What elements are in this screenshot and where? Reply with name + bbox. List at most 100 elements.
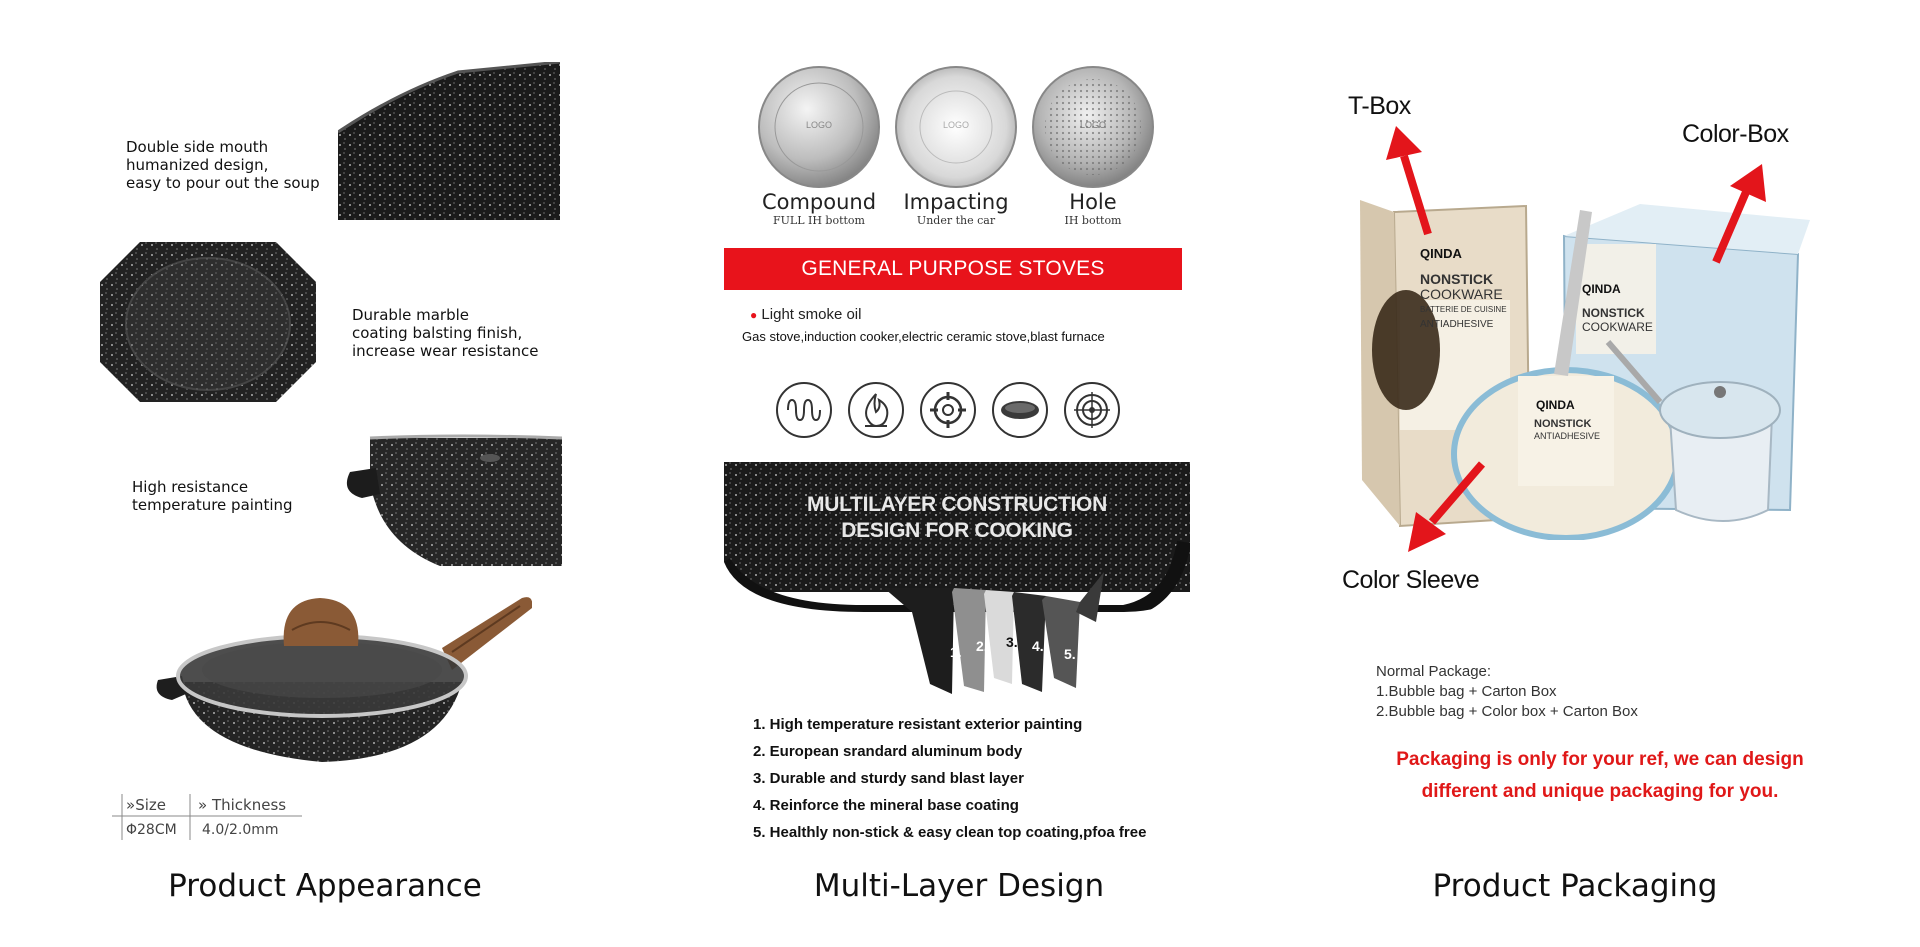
layer-item: 1. High temperature resistant exterior p… — [753, 716, 1083, 733]
stove-types-line: Gas stove,induction cooker,electric cera… — [742, 329, 1105, 344]
construction-title-line: MULTILAYER CONSTRUCTION — [807, 493, 1107, 516]
gas-burner-icon — [920, 382, 976, 438]
electric-coil-icon — [776, 382, 832, 438]
specs-size-value: Φ28CM — [126, 822, 177, 838]
feature-text: Double side mouth — [126, 138, 269, 156]
package-option: 1.Bubble bag + Carton Box — [1376, 683, 1557, 700]
layer-description-list: 1. High temperature resistant exterior p… — [753, 716, 1146, 851]
layer-item: 3. Durable and sturdy sand blast layer — [753, 770, 1024, 787]
feature-text: temperature painting — [132, 496, 293, 514]
product-appearance-caption: Product Appearance — [168, 868, 482, 904]
sleeve-product-text: NONSTICK ANTIADHESIVE — [1534, 418, 1600, 442]
bottom-label: Impacting — [903, 190, 1009, 214]
feature-marble-coating: Durable marble coating balsting finish, … — [352, 306, 539, 360]
box-text-line: NONSTICK — [1582, 306, 1645, 320]
red-bullet-icon: ● — [750, 308, 758, 322]
feature-text: Durable marble — [352, 306, 469, 324]
wok-with-lid-image — [156, 597, 532, 762]
multilayer-construction-image: MULTILAYER CONSTRUCTION DESIGN FOR COOKI… — [724, 462, 1190, 702]
colorbox-brand-logo: QINDA — [1582, 282, 1621, 296]
product-appearance-panel: Double side mouth humanized design, easy… — [0, 0, 640, 947]
banner-text: GENERAL PURPOSE STOVES — [801, 257, 1105, 280]
wok-rim-closeup-image — [338, 62, 560, 220]
specs-thickness-value: 4.0/2.0mm — [202, 822, 279, 838]
bottom-type-compound: LOGO Compound FULL IH bottom — [744, 64, 894, 227]
feature-text: coating balsting finish, — [352, 324, 523, 342]
smoke-note-text: Light smoke oil — [761, 306, 862, 323]
layer-number-5: 5. — [1064, 646, 1076, 662]
box-text-line: ANTIADHESIVE — [1534, 431, 1601, 441]
light-smoke-oil-note: ● Light smoke oil — [750, 306, 861, 323]
packaging-photo — [1360, 200, 1810, 540]
product-packaging-caption: Product Packaging — [1432, 868, 1718, 904]
box-text-line: NONSTICK — [1534, 418, 1592, 430]
specs-thickness-header: » Thickness — [198, 796, 286, 814]
compound-bottom-disc-icon — [758, 66, 880, 188]
box-text-line: NONSTICK — [1420, 271, 1494, 287]
disc-logo-text: LOGO — [805, 120, 832, 130]
sleeve-brand-logo: QINDA — [1536, 398, 1575, 412]
layer-number-2: 2. — [976, 638, 988, 654]
stove-icons-row — [776, 382, 1120, 438]
construction-title: MULTILAYER CONSTRUCTION DESIGN FOR COOKI… — [724, 492, 1190, 544]
colorbox-product-text: NONSTICK COOKWARE — [1582, 306, 1653, 334]
layer-item: 2. European srandard aluminum body — [753, 743, 1023, 760]
disc-logo-text: LOGO — [942, 120, 969, 130]
general-purpose-stoves-banner: GENERAL PURPOSE STOVES — [724, 248, 1182, 290]
feature-temperature-painting: High resistance temperature painting — [132, 478, 293, 514]
bottom-type-hole: LOGO Hole IH bottom — [1018, 64, 1168, 227]
bottom-label: Hole — [1069, 190, 1117, 214]
multilayer-design-panel: LOGO Compound FULL IH bottom LOGO Impact… — [640, 0, 1280, 947]
package-title: Normal Package: — [1376, 663, 1492, 680]
layer-item: 4. Reinforce the mineral base coating — [753, 797, 1019, 814]
induction-icon — [1064, 382, 1120, 438]
notice-line: Packaging is only for your ref, we can d… — [1396, 749, 1804, 770]
pan-cross-section-graphic — [724, 462, 1190, 702]
bottom-sublabel: IH bottom — [1064, 214, 1122, 227]
packaging-notice: Packaging is only for your ref, we can d… — [1340, 744, 1860, 808]
marble-pan-top-view-image — [100, 242, 316, 402]
box-text-line: COOKWARE — [1420, 286, 1503, 302]
specs-size-header-text: Size — [135, 796, 166, 814]
color-box-label: Color-Box — [1682, 120, 1789, 148]
t-box-label: T-Box — [1348, 92, 1411, 120]
ceramic-plate-icon — [992, 382, 1048, 438]
product-packaging-panel: QINDA NONSTICK COOKWARE BATTERIE DE CUIS… — [1280, 0, 1920, 947]
double-chevron-icon: » — [198, 796, 208, 814]
specs-thickness-header-text: Thickness — [211, 796, 287, 814]
bottom-label: Compound — [761, 190, 877, 214]
color-sleeve-arrow-icon — [1408, 461, 1486, 552]
pan-side-lid-image — [346, 434, 562, 566]
tbox-product-text: NONSTICK COOKWARE BATTERIE DE CUISINE AN… — [1420, 272, 1507, 332]
package-option: 2.Bubble bag + Color box + Carton Box — [1376, 703, 1638, 720]
layer-item: 5. Healthly non-stick & easy clean top c… — [753, 824, 1147, 841]
layer-number-4: 4. — [1032, 638, 1044, 654]
feature-double-mouth: Double side mouth humanized design, easy… — [126, 138, 320, 192]
tbox-brand-logo: QINDA — [1420, 246, 1462, 261]
multilayer-design-caption: Multi-Layer Design — [813, 868, 1105, 904]
bottom-sublabel: Under the car — [916, 214, 996, 227]
disc-logo-text: LOGO — [1079, 120, 1106, 130]
layer-number-1: 1. — [950, 644, 962, 660]
color-sleeve-label: Color Sleeve — [1342, 566, 1480, 594]
package-info: Normal Package: 1.Bubble bag + Carton Bo… — [1376, 662, 1638, 722]
notice-line: different and unique packaging for you. — [1421, 781, 1779, 802]
specs-table-lines — [112, 794, 302, 840]
hole-bottom-disc-icon — [1032, 66, 1154, 188]
box-text-line: COOKWARE — [1582, 320, 1653, 334]
feature-text: easy to pour out the soup — [126, 174, 320, 192]
color-box-arrow-icon — [1712, 164, 1766, 264]
box-text-line: ANTIADHESIVE — [1420, 319, 1494, 330]
construction-title-line: DESIGN FOR COOKING — [841, 519, 1073, 542]
feature-text: High resistance — [132, 478, 249, 496]
feature-text: humanized design, — [126, 156, 269, 174]
bottom-type-impacting: LOGO Impacting Under the car — [881, 64, 1031, 227]
feature-text: increase wear resistance — [352, 342, 539, 360]
impacting-bottom-disc-icon — [895, 66, 1017, 188]
bottom-sublabel: FULL IH bottom — [772, 214, 865, 227]
specs-size-header: »Size — [126, 796, 166, 814]
layer-number-3: 3. — [1006, 634, 1018, 650]
gas-flame-icon — [848, 382, 904, 438]
double-chevron-icon: » — [126, 796, 136, 814]
box-text-line: BATTERIE DE CUISINE — [1420, 305, 1507, 314]
